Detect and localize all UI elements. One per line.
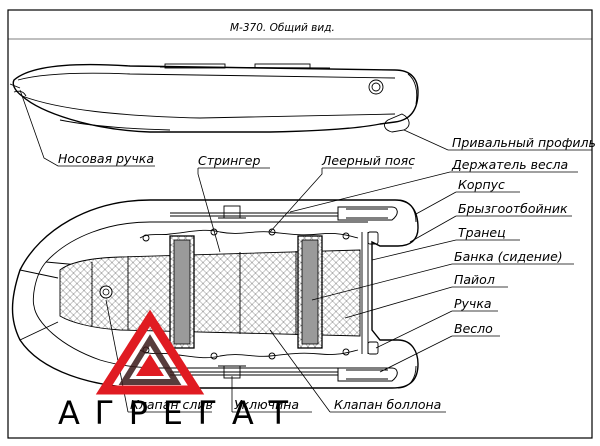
logo-text: АГРЕГАТ	[58, 394, 288, 432]
label-handle: Ручка	[454, 296, 492, 311]
drawing-title: М-370. Общий вид.	[230, 22, 335, 34]
leader-lines	[19, 89, 592, 413]
logo-emblem-icon	[368, 79, 384, 95]
label-hull: Корпус	[458, 177, 505, 192]
label-bow-handle: Носовая ручка	[58, 151, 154, 166]
label-transom: Транец	[458, 225, 506, 240]
top-view	[11, 199, 419, 389]
label-oar: Весло	[454, 321, 493, 336]
label-stringer: Стрингер	[198, 153, 260, 168]
label-floor: Пайол	[454, 272, 495, 287]
drain-cap-icon	[99, 285, 113, 299]
label-splash-guard: Брызгоотбойник	[458, 201, 568, 216]
label-seat: Банка (сидение)	[454, 249, 563, 264]
label-rope: Леерный пояс	[321, 153, 415, 168]
oar-bottom	[170, 365, 398, 382]
label-oarlock: Уключина	[234, 397, 299, 412]
drawing-frame	[7, 9, 593, 439]
label-valve: Клапан боллона	[334, 397, 441, 412]
label-drain-valve: Клапан слив	[130, 397, 213, 412]
label-rub-profile: Привальный профиль	[452, 135, 596, 150]
label-oar-holder: Держатель весла	[451, 157, 568, 172]
oar-top	[170, 205, 398, 221]
floor-panel	[59, 249, 361, 337]
side-view	[9, 63, 419, 133]
logo-triangle-icon	[95, 309, 205, 395]
agregat-logo: АГРЕГАТ	[58, 309, 288, 432]
